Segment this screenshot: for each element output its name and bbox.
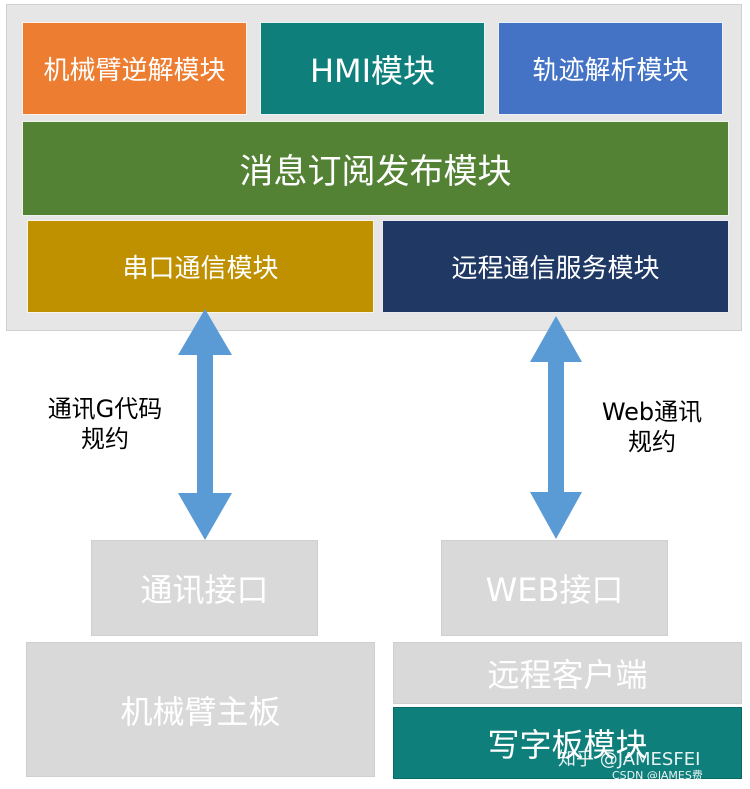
communication-interface: 通讯接口 (91, 540, 318, 636)
module-label: 轨迹解析模块 (532, 56, 689, 86)
web-protocol-line2: 规约 (628, 428, 676, 456)
hmi-module: HMI模块 (260, 22, 485, 115)
web-protocol-line1: Web通讯 (601, 398, 703, 426)
module-label: 串口通信模块 (122, 254, 279, 284)
trajectory-parsing-module: 轨迹解析模块 (498, 22, 723, 115)
module-label: HMI模块 (309, 51, 436, 90)
mainboard-label: 机械臂主板 (120, 692, 281, 731)
serial-protocol-label: 通讯G代码 规约 (25, 394, 185, 454)
serial-protocol-line1: 通讯G代码 (47, 395, 163, 423)
web-protocol-label: Web通讯 规约 (572, 397, 732, 457)
double-arrow-left (178, 309, 232, 540)
remote-communication-service-module: 远程通信服务模块 (382, 220, 729, 313)
zhihu-watermark: 知乎 @JAMESFEI (558, 749, 701, 770)
module-label: 写字板模块 (487, 726, 648, 764)
message-pubsub-module: 消息订阅发布模块 (22, 121, 729, 216)
module-label: 机械臂逆解模块 (43, 56, 226, 86)
csdn-watermark: CSDN @JAMES费 (612, 769, 703, 782)
writing-board-module: 写字板模块 (393, 707, 742, 779)
interface-label: 通讯接口 (140, 571, 269, 609)
robot-arm-inverse-kinematics-module: 机械臂逆解模块 (22, 22, 247, 115)
module-label: 远程通信服务模块 (451, 254, 660, 284)
interface-label: WEB接口 (485, 571, 624, 609)
serial-communication-module: 串口通信模块 (27, 220, 374, 313)
web-interface: WEB接口 (441, 540, 668, 636)
module-label: 消息订阅发布模块 (239, 152, 512, 192)
robot-arm-mainboard: 机械臂主板 (26, 642, 375, 777)
remote-client: 远程客户端 (393, 642, 742, 704)
client-label: 远程客户端 (487, 656, 648, 694)
serial-protocol-line2: 规约 (81, 425, 129, 453)
